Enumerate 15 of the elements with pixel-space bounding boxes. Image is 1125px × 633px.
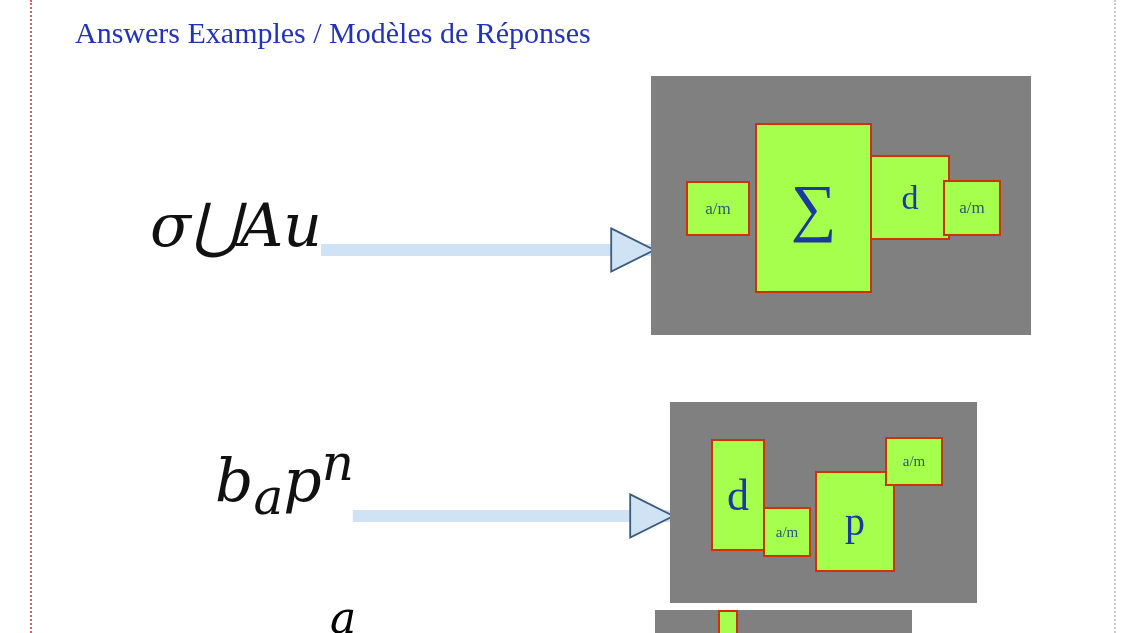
letter-box: d	[711, 439, 765, 551]
letter-box: d	[870, 155, 950, 240]
letter-box: a/m	[885, 437, 943, 486]
letter-box	[718, 610, 738, 633]
letter-box: ∑	[755, 123, 872, 293]
formula: σ⋃Au	[150, 160, 515, 290]
letter-box: a/m	[943, 180, 1001, 236]
title: Answers Examples / Modèles de Réponses	[75, 16, 591, 50]
letter-box: a/m	[686, 181, 750, 236]
formula-fragment: a	[330, 596, 357, 633]
formula: b$_{a}$p$^{n}$	[215, 410, 515, 550]
panel	[651, 76, 1031, 335]
letter-box: p	[815, 471, 895, 572]
panel	[670, 402, 977, 603]
letter-box: a/m	[763, 507, 811, 557]
